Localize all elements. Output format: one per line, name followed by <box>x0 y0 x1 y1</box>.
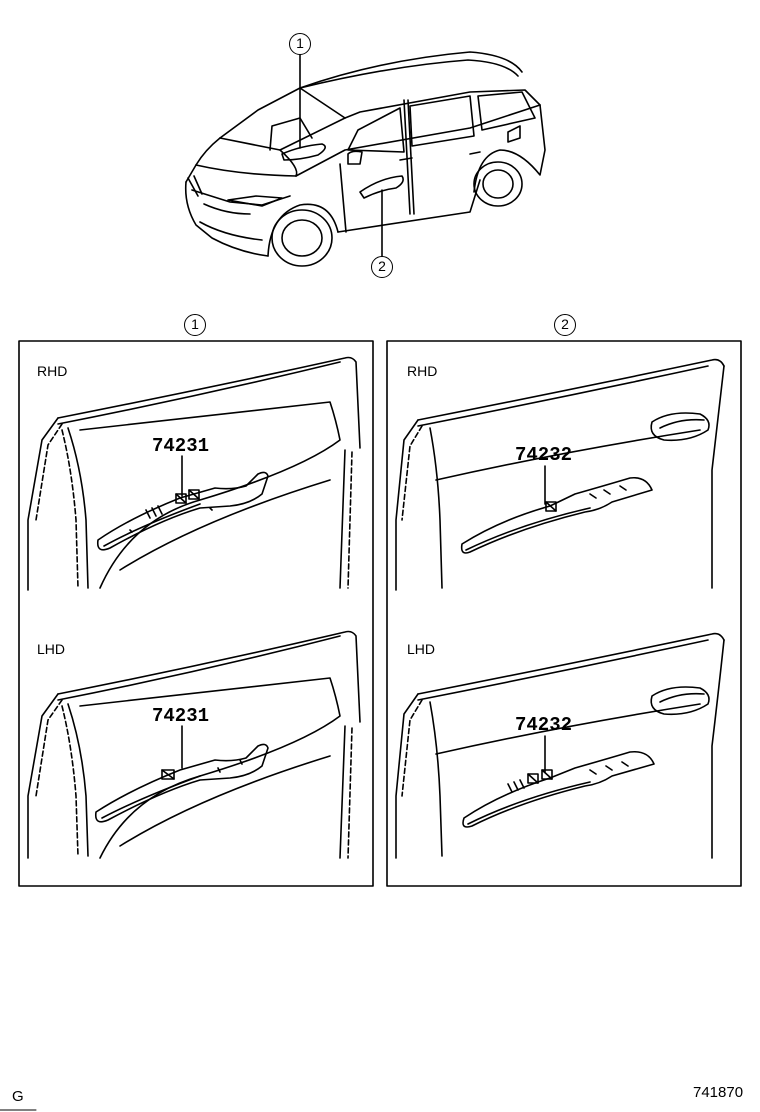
callout-1-marker: 1 <box>289 33 311 55</box>
panel-1-frame <box>18 340 374 887</box>
callout-1-number: 1 <box>296 35 304 51</box>
panel-1-rhd-label: RHD <box>37 363 68 379</box>
panel-2-lhd-label: LHD <box>407 641 436 657</box>
panel-1-marker-number: 1 <box>191 316 199 332</box>
vehicle-illustration <box>184 51 546 267</box>
panel-1-marker: 1 <box>184 314 206 336</box>
panel-2-marker: 2 <box>554 314 576 336</box>
panel-2-bottom-drawing <box>395 632 725 859</box>
panel-2-rhd-part-number: 74232 <box>515 444 573 466</box>
callout-2-marker: 2 <box>371 256 393 278</box>
callout-2-number: 2 <box>378 258 386 274</box>
panel-1-lhd-part-number: 74231 <box>152 705 210 727</box>
footer-left-code: G <box>12 1088 24 1105</box>
footer-illustration-number: 741870 <box>693 1084 744 1101</box>
panel-2-top-drawing <box>395 358 725 591</box>
panel-2-rhd-label: RHD <box>407 363 438 379</box>
panel-1-bottom-drawing <box>27 630 361 859</box>
panel-1-top-drawing <box>27 356 361 591</box>
panel-2-lhd-part-number: 74232 <box>515 714 573 736</box>
panel-2-marker-number: 2 <box>561 316 569 332</box>
panel-2-frame <box>386 340 742 887</box>
panel-1-lhd-label: LHD <box>37 641 66 657</box>
panel-1-rhd-part-number: 74231 <box>152 435 210 457</box>
